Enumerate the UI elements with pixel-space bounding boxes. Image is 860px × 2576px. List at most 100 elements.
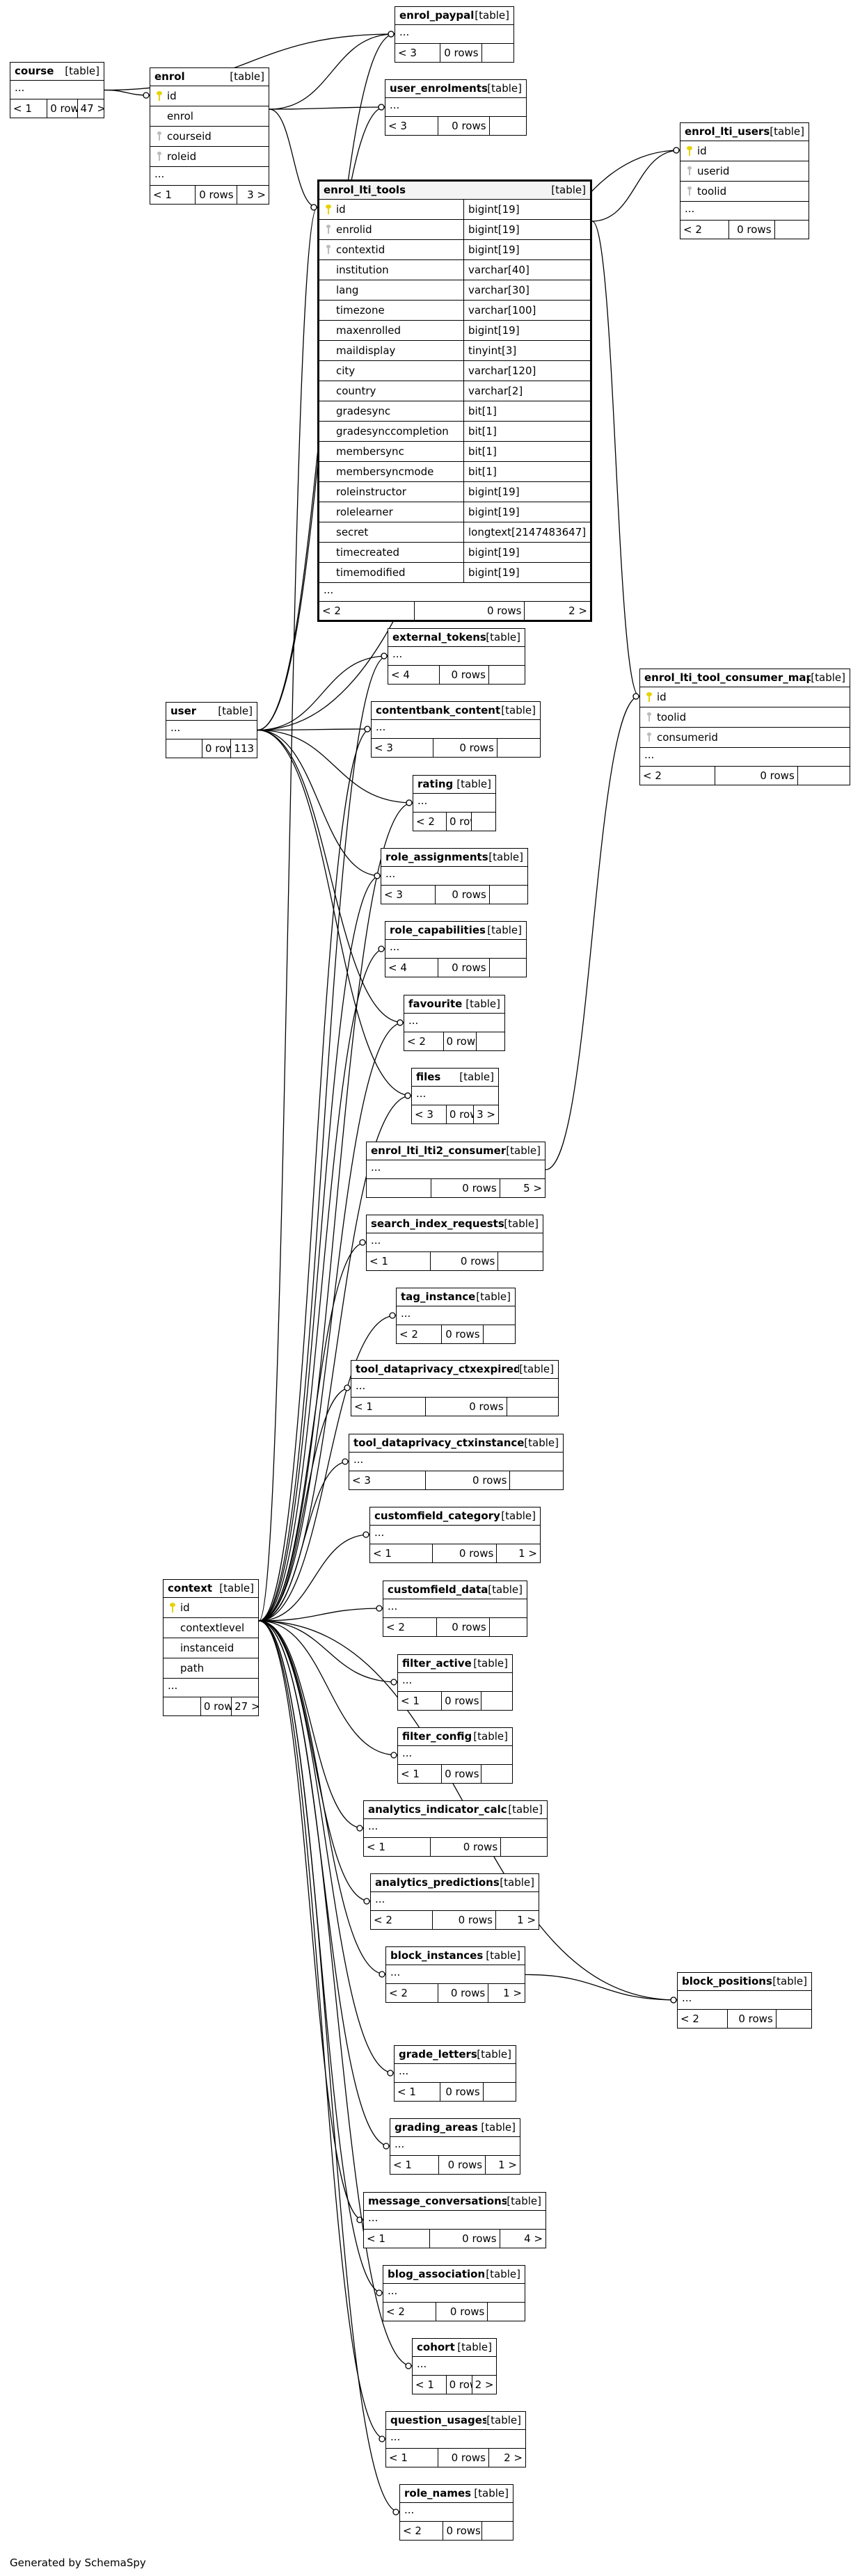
parent-count[interactable] — [164, 1697, 201, 1715]
table-name[interactable]: files — [416, 1071, 441, 1083]
child-count[interactable] — [490, 959, 526, 977]
parent-count[interactable]: < 3 — [349, 1471, 427, 1489]
more-columns-ellipsis[interactable]: ... — [164, 1679, 258, 1697]
parent-count[interactable]: < 2 — [678, 2010, 728, 2028]
parent-count[interactable]: < 3 — [385, 117, 438, 135]
column-name[interactable]: membersyncmode — [336, 465, 434, 478]
table-name[interactable]: block_instances — [390, 1949, 484, 1962]
table-header[interactable]: enrol_lti_tools[table] — [319, 182, 590, 200]
table-header[interactable]: customfield_category[table] — [370, 1507, 540, 1526]
more-columns-ellipsis[interactable]: ... — [385, 940, 526, 959]
parent-count[interactable]: < 1 — [150, 186, 196, 204]
table-name[interactable]: enrol_lti_tool_consumer_map — [644, 671, 811, 684]
more-columns-ellipsis[interactable]: ... — [400, 2503, 513, 2522]
more-columns-ellipsis[interactable]: ... — [385, 98, 526, 117]
table-name[interactable]: external_tokens — [392, 631, 486, 643]
column-row[interactable]: consumerid — [640, 728, 850, 748]
column-name[interactable]: gradesynccompletion — [336, 425, 449, 438]
table-header[interactable]: context[table] — [164, 1580, 258, 1598]
table-header[interactable]: enrol[table] — [150, 68, 269, 86]
table-header[interactable]: message_conversations[table] — [364, 2193, 546, 2211]
child-count[interactable] — [472, 813, 495, 831]
column-name[interactable]: gradesync — [336, 405, 391, 417]
table-name[interactable]: block_positions — [682, 1975, 772, 1987]
table-header[interactable]: search_index_requests[table] — [367, 1215, 543, 1233]
child-count[interactable] — [477, 1032, 504, 1050]
column-name[interactable]: timecreated — [336, 546, 400, 559]
more-columns-ellipsis[interactable]: ... — [371, 1892, 539, 1911]
more-columns-ellipsis[interactable]: ... — [386, 2430, 525, 2449]
parent-count[interactable]: < 1 — [395, 2083, 441, 2101]
table-header[interactable]: role_assignments[table] — [381, 849, 527, 867]
column-row[interactable]: toolid — [680, 182, 809, 202]
parent-count[interactable]: < 1 — [413, 2376, 447, 2394]
column-row[interactable]: courseid — [150, 127, 269, 147]
child-count[interactable] — [490, 1618, 527, 1636]
parent-count[interactable]: < 2 — [413, 813, 447, 831]
child-count[interactable] — [497, 739, 540, 757]
column-name[interactable]: consumerid — [657, 731, 718, 744]
column-row[interactable]: id — [164, 1598, 258, 1618]
parent-count[interactable]: < 1 — [398, 1692, 443, 1710]
parent-count[interactable]: < 1 — [390, 2156, 440, 2174]
column-name[interactable]: maildisplay — [336, 344, 396, 357]
table-name[interactable]: tag_instance — [401, 1290, 476, 1303]
column-name[interactable]: roleinstructor — [336, 486, 406, 498]
table-course[interactable]: course[table]...< 10 rows47 > — [10, 62, 104, 118]
table-name[interactable]: role_names — [404, 2487, 472, 2499]
table-header[interactable]: tool_dataprivacy_ctxexpired[table] — [351, 1361, 558, 1379]
table-header[interactable]: favourite[table] — [404, 995, 504, 1014]
table-header[interactable]: question_usages[table] — [386, 2412, 525, 2430]
column-name[interactable]: courseid — [167, 130, 212, 143]
table-header[interactable]: blog_association[table] — [383, 2266, 525, 2284]
parent-count[interactable]: < 2 — [397, 1325, 443, 1343]
parent-count[interactable] — [166, 739, 202, 758]
table-name[interactable]: role_assignments — [385, 851, 488, 863]
parent-count[interactable]: < 1 — [364, 1838, 431, 1856]
column-row[interactable]: userid — [680, 161, 809, 182]
more-columns-ellipsis[interactable]: ... — [349, 1453, 563, 1471]
column-row[interactable]: id — [150, 86, 269, 106]
table-name[interactable]: analytics_predictions — [375, 1876, 500, 1889]
parent-count[interactable]: < 1 — [351, 1398, 426, 1416]
child-count[interactable]: 2 > — [568, 605, 587, 617]
table-name[interactable]: grading_areas — [395, 2121, 478, 2134]
column-row[interactable]: instanceid — [164, 1638, 258, 1658]
child-count[interactable] — [498, 1252, 543, 1270]
more-columns-ellipsis[interactable]: ... — [395, 2064, 516, 2083]
parent-count[interactable]: < 2 — [640, 767, 716, 785]
column-name[interactable]: userid — [697, 165, 730, 177]
table-header[interactable]: user_enrolments[table] — [385, 80, 526, 98]
child-count[interactable] — [482, 2522, 513, 2540]
child-count[interactable] — [777, 2010, 811, 2028]
more-columns-ellipsis[interactable]: ... — [150, 167, 269, 186]
table-name[interactable]: customfield_data — [388, 1583, 488, 1596]
child-count[interactable] — [481, 1692, 512, 1710]
parent-count[interactable]: < 2 — [400, 2522, 444, 2540]
child-count[interactable] — [481, 1765, 512, 1783]
more-columns-ellipsis[interactable]: ... — [388, 647, 525, 666]
table-header[interactable]: block_instances[table] — [386, 1947, 525, 1965]
more-columns-ellipsis[interactable]: ... — [370, 1526, 540, 1544]
child-count[interactable]: 1 > — [498, 2159, 517, 2171]
table-header[interactable]: enrol_lti_lti2_consumer[table] — [367, 1142, 545, 1160]
more-columns-ellipsis[interactable]: ... — [319, 583, 590, 602]
table-header[interactable]: role_capabilities[table] — [385, 922, 526, 940]
